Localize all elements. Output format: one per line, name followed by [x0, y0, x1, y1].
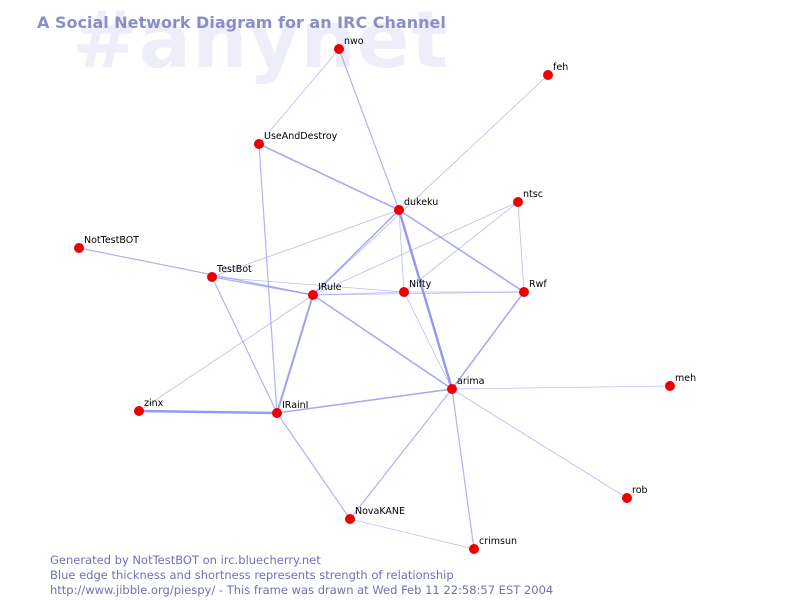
edge-ntsc-Rwf	[517, 201, 525, 293]
node-dot	[394, 205, 404, 215]
node-dot	[622, 493, 632, 503]
edge-UseAndDestroy-dukeku	[258, 143, 400, 211]
diagram-title: A Social Network Diagram for an IRC Chan…	[37, 13, 446, 32]
edge-nwo-dukeku	[338, 48, 400, 211]
node-dot	[134, 406, 144, 416]
node-label: ntsc	[523, 189, 543, 200]
edge-arima-meh	[451, 385, 671, 390]
node-TestBot: TestBot	[207, 264, 252, 282]
edge-arima-NovaKANE	[349, 388, 453, 520]
edge-IRule-arima	[312, 294, 453, 390]
node-label: UseAndDestroy	[264, 131, 338, 142]
edge-NotTestBOT-IRule	[78, 247, 314, 296]
edge-Nifty-arima	[403, 291, 453, 390]
edge-arima-IRainI	[276, 388, 453, 414]
edge-dukeku-arima	[397, 209, 454, 390]
node-label: crimsun	[479, 536, 517, 547]
node-rob: rob	[622, 485, 648, 503]
edge-zinx-IRainI	[138, 409, 278, 415]
node-label: rob	[632, 485, 648, 496]
node-meh: meh	[665, 373, 696, 391]
edge-ntsc-Nifty	[403, 201, 519, 293]
node-dot	[665, 381, 675, 391]
edge-dukeku-Rwf	[398, 209, 525, 293]
node-label: Rwf	[529, 279, 547, 290]
node-dot	[469, 544, 479, 554]
node-dot	[399, 287, 409, 297]
node-label: IRainI	[282, 400, 308, 411]
node-Rwf: Rwf	[519, 279, 547, 297]
node-dot	[543, 70, 553, 80]
footer-generated-by: Generated by NotTestBOT on irc.bluecherr…	[50, 553, 321, 567]
node-IRule: IRule	[308, 282, 342, 300]
node-dot	[207, 272, 217, 282]
node-label: zinx	[144, 398, 164, 409]
node-Nifty: Nifty	[399, 279, 432, 297]
node-dot	[254, 139, 264, 149]
node-dot	[308, 290, 318, 300]
node-feh: feh	[543, 62, 568, 80]
node-arima: arima	[447, 376, 484, 394]
node-dot	[74, 243, 84, 253]
edge-arima-crimsun	[451, 388, 475, 550]
edge-IRule-zinx	[138, 294, 314, 412]
edge-ntsc-IRule	[312, 201, 519, 296]
edge-IRainI-NovaKANE	[276, 412, 351, 520]
footer-source-timestamp: http://www.jibble.org/piespy/ - This fra…	[50, 583, 554, 597]
node-label: feh	[553, 62, 568, 73]
node-NovaKANE: NovaKANE	[345, 506, 405, 524]
node-UseAndDestroy: UseAndDestroy	[254, 131, 338, 149]
node-ntsc: ntsc	[513, 189, 543, 207]
node-NotTestBOT: NotTestBOT	[74, 235, 139, 253]
node-dot	[447, 384, 457, 394]
node-label: NotTestBOT	[84, 235, 139, 246]
node-label: TestBot	[216, 264, 252, 275]
node-label: dukeku	[404, 197, 438, 208]
edge-Rwf-arima	[451, 291, 525, 390]
node-nwo: nwo	[334, 36, 364, 54]
edge-UseAndDestroy-IRainI	[258, 143, 278, 414]
edge-NovaKANE-crimsun	[349, 518, 475, 550]
node-dot	[519, 287, 529, 297]
node-dukeku: dukeku	[394, 197, 438, 215]
node-label: Nifty	[409, 279, 432, 290]
edge-feh-IRule	[312, 74, 549, 296]
edge-TestBot-Nifty	[211, 276, 405, 293]
edge-dukeku-IRule	[312, 209, 400, 296]
node-zinx: zinx	[134, 398, 164, 416]
edge-TestBot-IRule	[211, 276, 314, 296]
edge-dukeku-Nifty	[398, 209, 405, 293]
edge-arima-rob	[451, 388, 628, 499]
node-label: IRule	[318, 282, 342, 293]
edge-IRule-Rwf	[312, 291, 525, 296]
edge-layer	[78, 48, 671, 550]
edge-TestBot-IRainI	[211, 276, 278, 414]
edge-nwo-UseAndDestroy	[258, 48, 340, 145]
footer: Generated by NotTestBOT on irc.bluecherr…	[50, 553, 553, 598]
node-dot	[334, 44, 344, 54]
node-dot	[513, 197, 523, 207]
node-label: arima	[457, 376, 484, 387]
node-crimsun: crimsun	[469, 536, 517, 554]
footer-legend-note: Blue edge thickness and shortness repres…	[50, 568, 454, 582]
node-label: meh	[675, 373, 696, 384]
edge-IRule-IRainI	[276, 294, 314, 414]
node-IRainI: IRainI	[272, 400, 308, 418]
node-label: NovaKANE	[355, 506, 405, 517]
node-dot	[345, 514, 355, 524]
node-label: nwo	[344, 36, 364, 47]
node-dot	[272, 408, 282, 418]
edge-dukeku-TestBot	[211, 209, 400, 278]
